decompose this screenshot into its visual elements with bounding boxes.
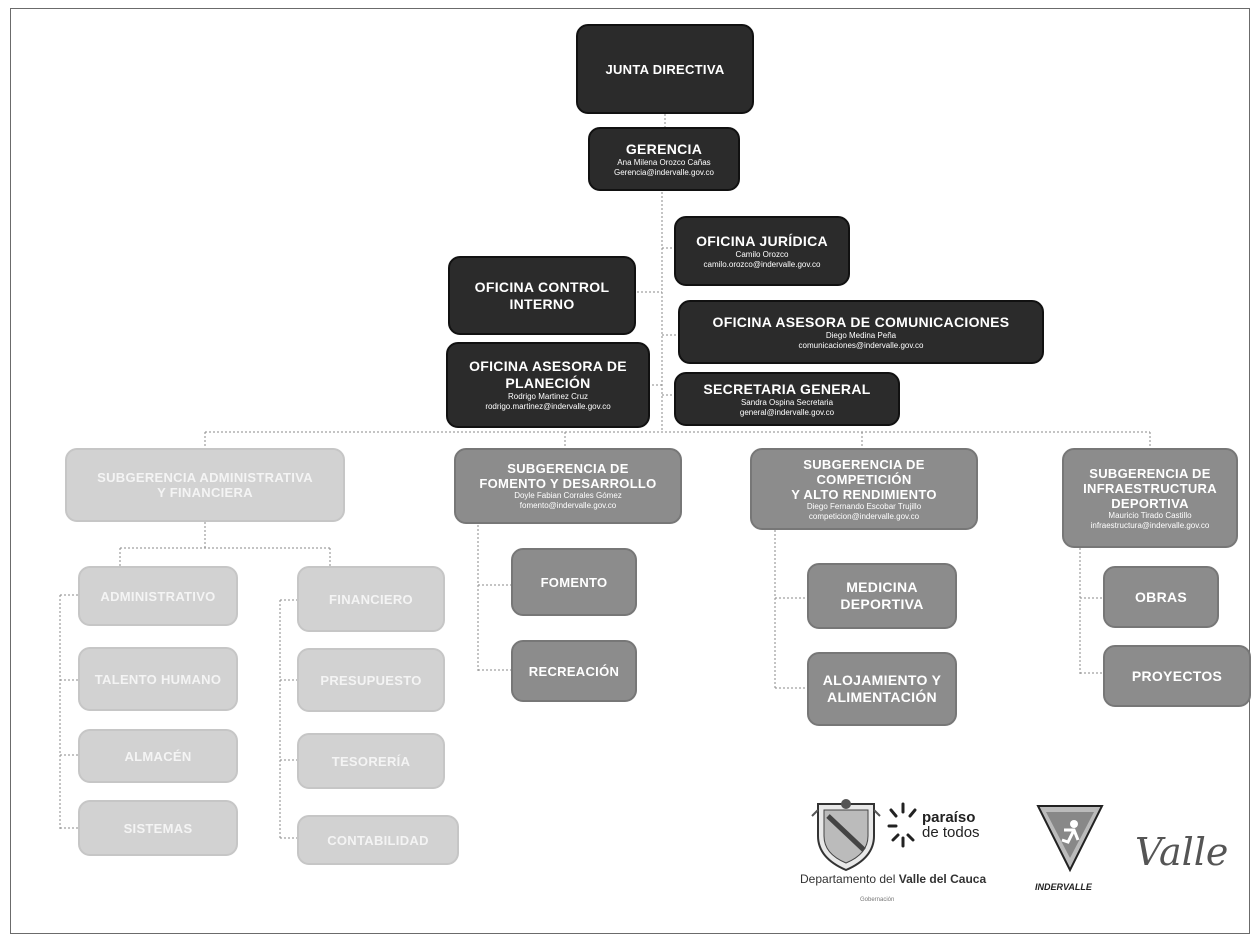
unit-recreacion-title: RECREACIÓN <box>528 663 620 679</box>
unit-contabilidad-box: CONTABILIDAD <box>297 815 459 865</box>
subgerencia-competicion-box: SUBGERENCIA DE COMPETICIÓN Y ALTO RENDIM… <box>750 448 978 530</box>
subgerencia-administrativa-box: SUBGERENCIA ADMINISTRATIVA Y FINANCIERA <box>65 448 345 522</box>
unit-medicina-deportiva-box: MEDICINA DEPORTIVA <box>807 563 957 629</box>
de-todos-text: de todos <box>922 824 980 841</box>
secretaria-general-email: general@indervalle.gov.co <box>739 407 835 417</box>
unit-administrativo-box: ADMINISTRATIVO <box>78 566 238 626</box>
unit-obras-title: OBRAS <box>1134 588 1188 605</box>
subgerencia-fomento-name: Doyle Fabian Corrales Gómez <box>514 491 622 500</box>
gerencia-email: Gerencia@indervalle.gov.co <box>613 167 715 177</box>
unit-talento-humano-box: TALENTO HUMANO <box>78 647 238 711</box>
secretaria-general-name: Sandra Ospina Secretaria <box>740 397 834 407</box>
gerencia-box: GERENCIA Ana Milena Orozco Cañas Gerenci… <box>588 127 740 191</box>
unit-obras-box: OBRAS <box>1103 566 1219 628</box>
unit-contabilidad-title: CONTABILIDAD <box>327 832 429 848</box>
subgerencia-competicion-title-line1: SUBGERENCIA DE COMPETICIÓN <box>803 456 925 487</box>
unit-financiero-box: FINANCIERO <box>297 566 445 632</box>
unit-presupuesto-box: PRESUPUESTO <box>297 648 445 712</box>
unit-medicina-title-line2: DEPORTIVA <box>840 596 924 612</box>
valle-logo-text: Valle <box>1135 830 1229 874</box>
unit-alojamiento-box: ALOJAMIENTO Y ALIMENTACIÓN <box>807 652 957 726</box>
unit-proyectos-title: PROYECTOS <box>1131 667 1223 684</box>
subgerencia-infraestructura-box: SUBGERENCIA DE INFRAESTRUCTURA DEPORTIVA… <box>1062 448 1238 548</box>
unit-almacen-title: ALMACÉN <box>124 748 192 764</box>
sun-burst-icon <box>887 802 917 848</box>
unit-medicina-title-line1: MEDICINA <box>846 579 918 595</box>
oficina-juridica-title: OFICINA JURÍDICA <box>696 232 828 249</box>
subgerencia-competicion-name: Diego Fernando Escobar Trujillo <box>806 501 922 511</box>
oficina-planeacion-email: rodrigo.martinez@indervalle.gov.co <box>485 402 611 411</box>
secretaria-general-title: SECRETARIA GENERAL <box>703 380 871 397</box>
oficina-control-title-line1: OFICINA CONTROL <box>474 278 610 295</box>
unit-alojamiento-title-line2: ALIMENTACIÓN <box>827 689 937 705</box>
junta-directiva-box: JUNTA DIRECTIVA <box>576 24 754 114</box>
unit-administrativo-title: ADMINISTRATIVO <box>100 588 216 604</box>
subgerencia-fomento-title-line1: SUBGERENCIA DE <box>507 461 629 476</box>
subgerencia-fomento-box: SUBGERENCIA DE FOMENTO Y DESARROLLO Doyl… <box>454 448 682 524</box>
oficina-comunicaciones-title: OFICINA ASESORA DE COMUNICACIONES <box>712 313 1010 330</box>
subgerencia-infraestructura-email: infraestructura@indervalle.gov.co <box>1090 520 1210 530</box>
oficina-juridica-name: Camilo Orozco <box>735 249 789 259</box>
unit-presupuesto-title: PRESUPUESTO <box>320 672 422 688</box>
oficina-juridica-email: camilo.orozco@indervalle.gov.co <box>703 259 821 269</box>
oficina-planeacion-title-line1: OFICINA ASESORA DE <box>469 358 627 374</box>
paraiso-de-todos-logo: paraíso de todos <box>922 810 980 840</box>
departamento-label: Departamento del Valle del Cauca <box>800 872 986 886</box>
unit-almacen-box: ALMACÉN <box>78 729 238 783</box>
oficina-comunicaciones-name: Diego Medina Peña <box>825 330 897 340</box>
unit-tesoreria-box: TESORERÍA <box>297 733 445 789</box>
junta-directiva-title: JUNTA DIRECTIVA <box>605 61 725 77</box>
unit-alojamiento-title-line1: ALOJAMIENTO Y <box>822 672 942 688</box>
paraiso-text: paraíso <box>922 809 976 826</box>
oficina-comunicaciones-email: comunicaciones@indervalle.gov.co <box>798 340 924 350</box>
unit-fomento-box: FOMENTO <box>511 548 637 616</box>
indervalle-logo-text: INDERVALLE <box>1035 882 1092 892</box>
unit-talento-humano-title: TALENTO HUMANO <box>94 671 222 687</box>
oficina-planeacion-title-line2: PLANECIÓN <box>505 375 591 391</box>
subgerencia-administrativa-title-line1: SUBGERENCIA ADMINISTRATIVA <box>97 470 313 485</box>
oficina-control-interno-box: OFICINA CONTROL INTERNO <box>448 256 636 335</box>
oficina-comunicaciones-box: OFICINA ASESORA DE COMUNICACIONES Diego … <box>678 300 1044 364</box>
indervalle-triangle-icon <box>1036 805 1104 873</box>
gerencia-name: Ana Milena Orozco Cañas <box>617 157 711 167</box>
subgerencia-infraestructura-name: Mauricio Tirado Castillo <box>1108 510 1192 520</box>
subgerencia-infraestructura-title-line1: SUBGERENCIA DE <box>1089 465 1211 481</box>
subgerencia-competicion-email: competicion@indervalle.gov.co <box>808 511 920 521</box>
subgerencia-infraestructura-title-line2: INFRAESTRUCTURA <box>1083 480 1217 496</box>
secretaria-general-box: SECRETARIA GENERAL Sandra Ospina Secreta… <box>674 372 900 426</box>
page-frame <box>10 8 1250 934</box>
departamento-name: Valle del Cauca <box>898 872 987 886</box>
subgerencia-competicion-title-line2: Y ALTO RENDIMIENTO <box>791 486 937 502</box>
gerencia-title: GERENCIA <box>625 140 703 157</box>
unit-proyectos-box: PROYECTOS <box>1103 645 1251 707</box>
subgerencia-fomento-title-line2: FOMENTO Y DESARROLLO <box>479 476 657 491</box>
oficina-juridica-box: OFICINA JURÍDICA Camilo Orozco camilo.or… <box>674 216 850 286</box>
subgerencia-infraestructura-title-line3: DEPORTIVA <box>1111 495 1189 511</box>
unit-fomento-title: FOMENTO <box>540 574 608 590</box>
departamento-prefix: Departamento del <box>800 872 899 886</box>
oficina-control-title-line2: INTERNO <box>509 295 575 312</box>
unit-sistemas-box: SISTEMAS <box>78 800 238 856</box>
subgerencia-fomento-email: fomento@indervalle.gov.co <box>519 501 617 510</box>
unit-sistemas-title: SISTEMAS <box>123 820 193 836</box>
valle-del-cauca-shield-icon <box>811 799 881 872</box>
unit-recreacion-box: RECREACIÓN <box>511 640 637 702</box>
unit-financiero-title: FINANCIERO <box>329 591 413 607</box>
gobernacion-label: Gobernación <box>860 897 895 903</box>
oficina-planeacion-name: Rodrigo Martinez Cruz <box>507 392 589 401</box>
oficina-planeacion-box: OFICINA ASESORA DE PLANECIÓN Rodrigo Mar… <box>446 342 650 428</box>
unit-tesoreria-title: TESORERÍA <box>331 753 411 769</box>
subgerencia-administrativa-title-line2: Y FINANCIERA <box>157 485 253 500</box>
